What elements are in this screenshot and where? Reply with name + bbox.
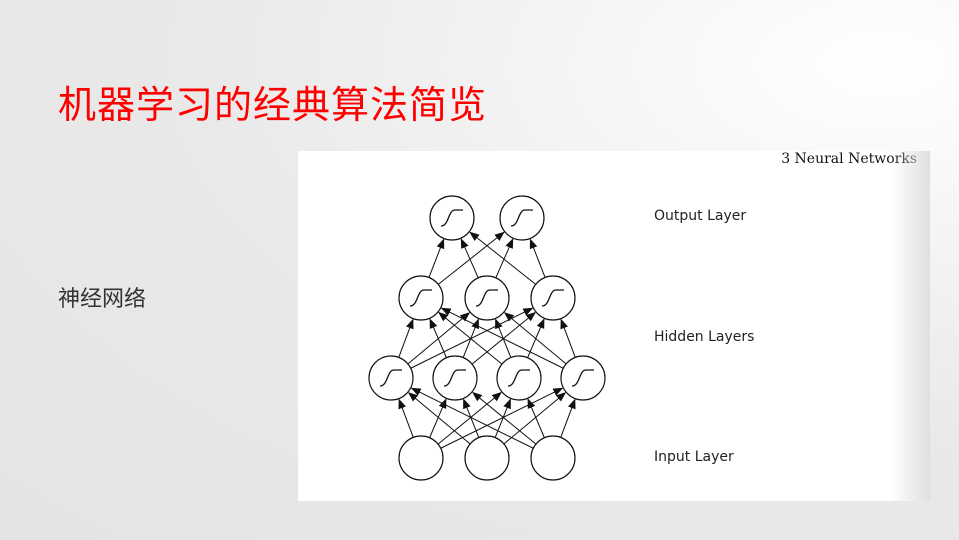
sigmoid-icon [510,209,533,227]
connection-2-1-1 [495,238,514,279]
connection-0-2-2 [527,398,545,438]
connection-1-3-1 [503,312,567,365]
hidden-neuron-1-1 [432,355,478,401]
output-layer-label: Output Layer [654,208,747,224]
sigmoid-icon [541,289,564,307]
connection-2-1-0 [460,238,479,279]
connection-0-0-2 [437,391,502,445]
output-neuron-3-1 [499,195,545,241]
figure-header: 3 Neural Networks [781,151,917,167]
hidden-neuron-1-2 [496,355,542,401]
input-neuron-0-2 [530,435,576,481]
input-neuron-0-1 [464,435,510,481]
input-layer-label: Input Layer [654,449,734,465]
slide-title: 机器学习的经典算法简览 [58,83,488,127]
sigmoid-icon [571,369,594,387]
connection-0-1-0 [407,392,471,445]
figure-edge-shadow [890,151,930,501]
sigmoid-icon [443,369,466,387]
connection-0-2-1 [472,391,537,445]
network-diagram [368,195,606,481]
connection-0-0-0 [398,398,414,438]
connection-1-3-2 [560,318,576,358]
sigmoid-icon [379,369,402,387]
sigmoid-icon [475,289,498,307]
sigmoid-icon [440,209,463,227]
hidden-neuron-1-3 [560,355,606,401]
hidden-neuron-1-0 [368,355,414,401]
connection-1-3-0 [440,307,564,369]
hidden-neuron-2-1 [464,275,510,321]
neural-network-figure: 3 Neural Networks Output Layer Hidden La… [298,151,930,501]
connection-0-0-1 [429,398,447,438]
sigmoid-icon [507,369,530,387]
connection-2-2-0 [469,231,537,285]
hidden-neuron-2-0 [398,275,444,321]
connection-0-2-0 [410,387,534,449]
connection-2-0-0 [428,238,445,278]
connection-0-2-3 [560,398,576,438]
output-neuron-3-0 [429,195,475,241]
connection-0-0-3 [440,387,564,449]
sigmoid-icon [409,289,432,307]
connection-2-2-1 [529,238,546,278]
connection-2-0-1 [437,231,505,285]
connection-1-2-0 [438,311,503,365]
bullet-neural-network: 神经网络 [58,287,147,312]
connection-0-1-1 [463,398,480,438]
connection-1-0-0 [398,318,414,358]
connection-0-1-2 [494,398,511,438]
hidden-neuron-2-2 [530,275,576,321]
connection-1-1-0 [429,318,447,358]
hidden-layers-label: Hidden Layers [654,329,755,345]
connection-0-1-3 [503,392,567,445]
input-neuron-0-0 [398,435,444,481]
